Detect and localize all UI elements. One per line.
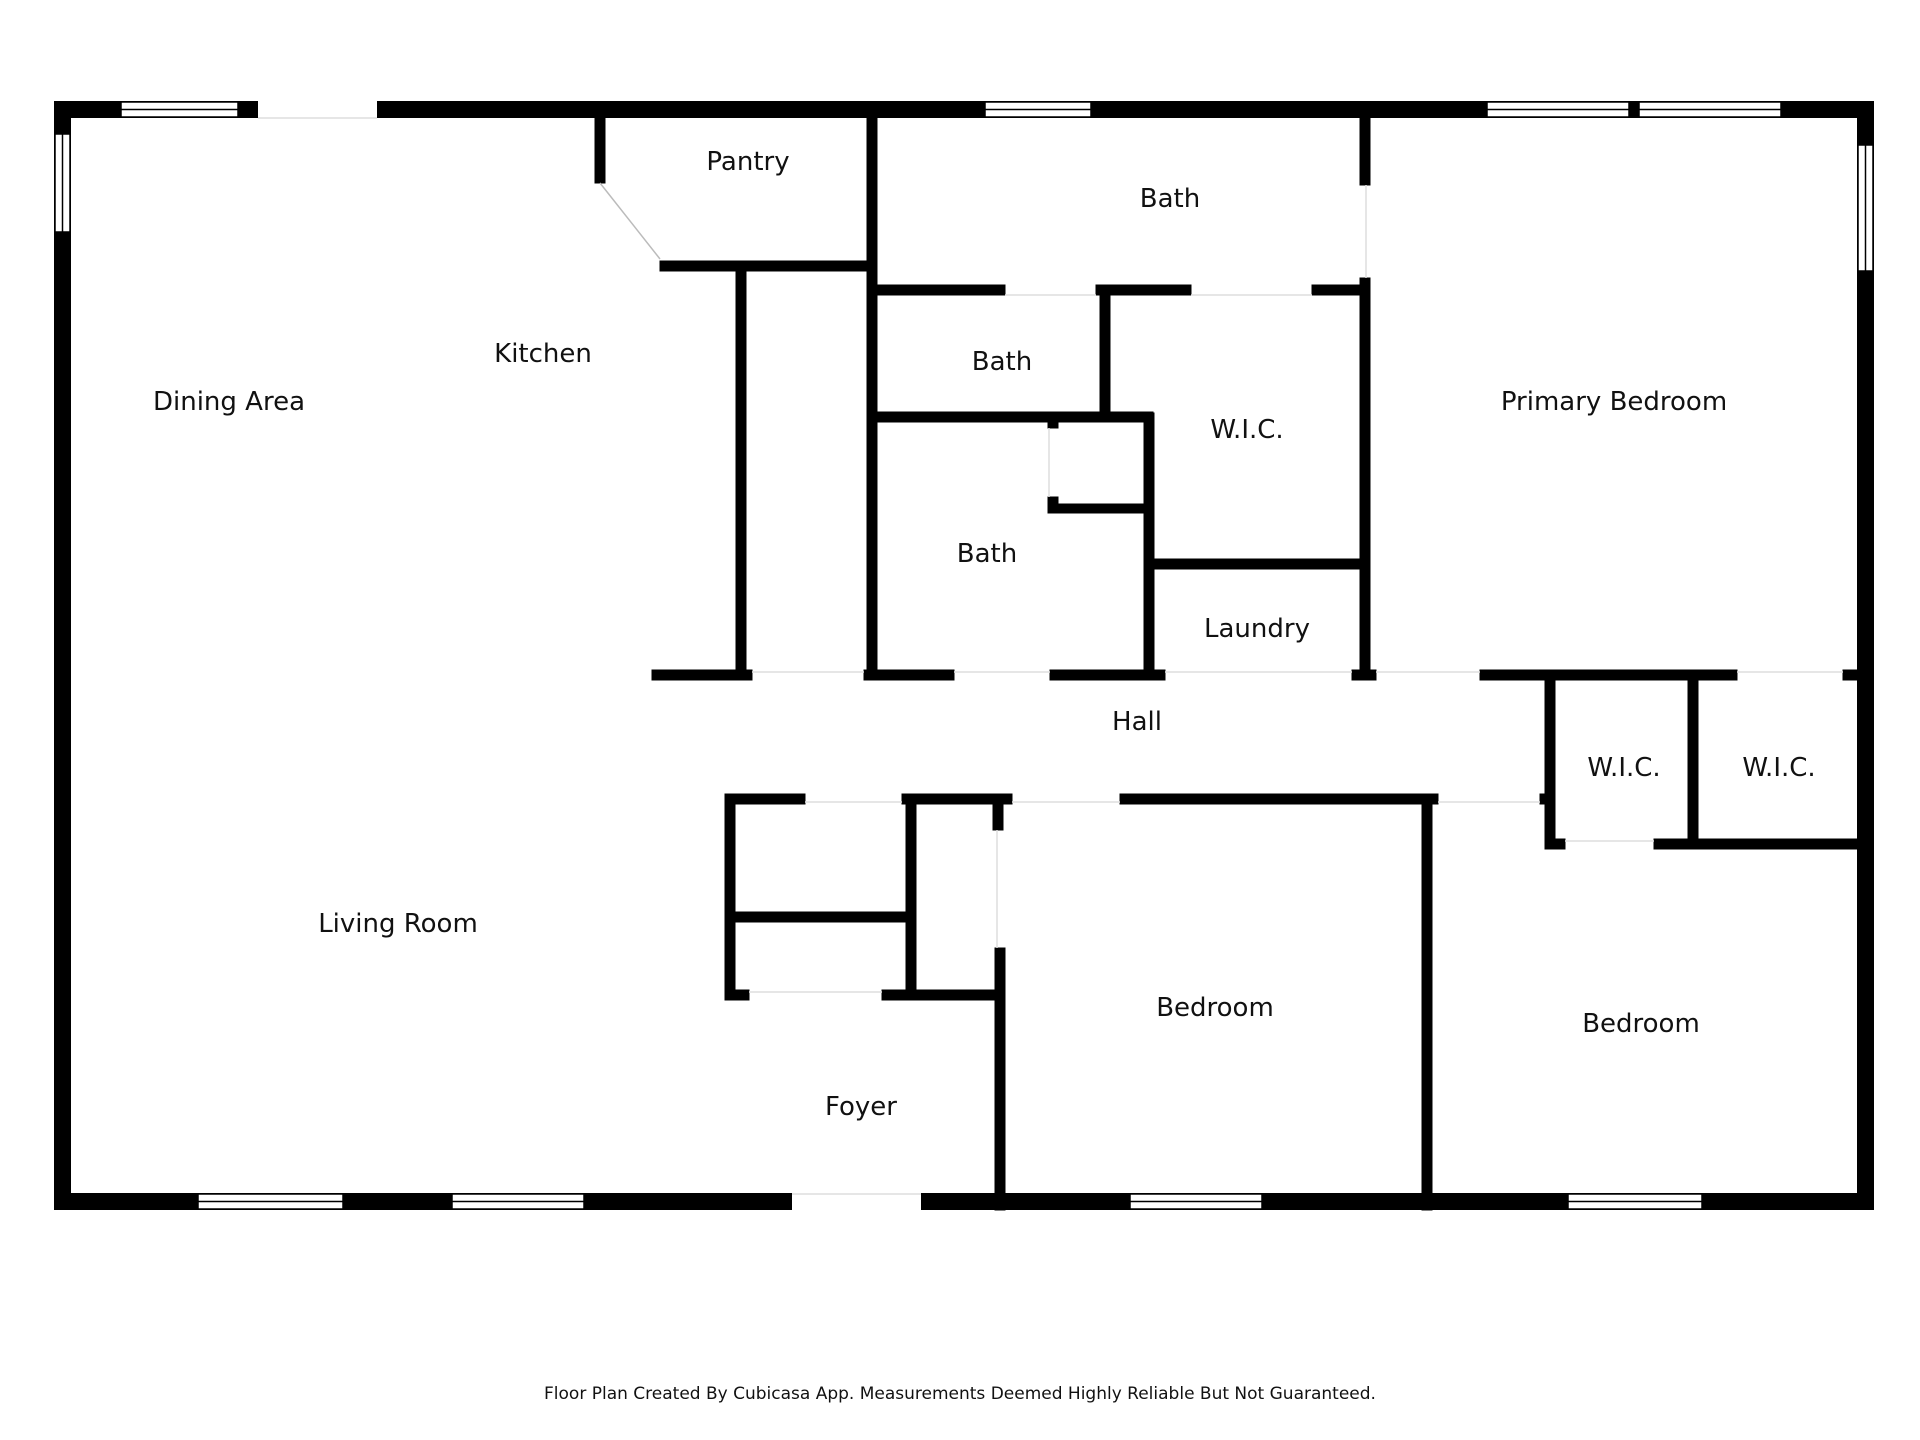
window-top-1: [120, 101, 239, 118]
wall-hall-bottom-1: [724, 793, 806, 805]
wall-bedroom-divider: [1421, 793, 1433, 1211]
wall-hall-top-5: [1479, 669, 1738, 681]
wall-primary-bedroom-left: [1359, 277, 1371, 680]
interior-walls: [594, 116, 1864, 1211]
footer-disclaimer: Floor Plan Created By Cubicasa App. Meas…: [544, 1384, 1376, 1404]
window-bottom-3: [1129, 1193, 1263, 1210]
wall-bath-middle-right: [1099, 289, 1111, 417]
label-wic-right: W.I.C.: [1742, 753, 1815, 783]
exterior-walls: [54, 101, 1874, 1210]
wall-hall-top-6: [1842, 669, 1864, 681]
wall-wic-left-left: [1544, 672, 1556, 850]
wall-notch-bottom: [1047, 503, 1149, 514]
wall-wic-bottom-left: [1544, 838, 1566, 850]
room-labels: Dining Area Kitchen Pantry Bath Bath Bat…: [153, 147, 1816, 1122]
label-living-room: Living Room: [318, 909, 478, 939]
exterior-wall-right: [1857, 101, 1874, 1210]
window-left-1: [54, 133, 71, 233]
wall-pantry-right: [866, 116, 878, 678]
label-primary-bedroom: Primary Bedroom: [1501, 387, 1727, 417]
pantry-door-diagonal: [599, 182, 661, 260]
wall-hall-top-4: [1351, 669, 1377, 681]
wall-bath-top-bottom-1: [874, 284, 1006, 296]
label-dining-area: Dining Area: [153, 387, 305, 417]
wall-bath-top-bottom-2: [1095, 284, 1192, 296]
wall-notch-top: [1047, 413, 1059, 429]
wall-wic-top-left: [1143, 412, 1155, 680]
window-bottom-4: [1567, 1193, 1703, 1210]
wall-wic-bottom-right: [1653, 838, 1863, 850]
label-hall: Hall: [1112, 707, 1162, 737]
wall-closet-mid-v: [905, 793, 917, 1001]
wall-bedroom-center-left: [994, 947, 1006, 1211]
label-foyer: Foyer: [825, 1092, 897, 1122]
door-openings: [258, 117, 1843, 1195]
wall-hall-top-1: [651, 669, 753, 681]
wall-hall-top-2: [863, 669, 955, 681]
wall-pantry-left: [594, 116, 606, 184]
label-kitchen: Kitchen: [494, 339, 592, 369]
label-bath-lower: Bath: [957, 539, 1017, 569]
label-wic-top: W.I.C.: [1210, 415, 1283, 445]
window-top-3: [1486, 101, 1630, 118]
label-bath-top: Bath: [1140, 184, 1200, 214]
exterior-wall-bottom-left: [54, 1193, 792, 1210]
window-right-1: [1857, 144, 1874, 272]
label-wic-left: W.I.C.: [1587, 753, 1660, 783]
wall-hall-bottom-3: [1119, 793, 1439, 805]
wall-bath-middle-bottom: [869, 411, 1154, 423]
label-laundry: Laundry: [1204, 614, 1310, 644]
wall-kitchen-closet-left: [735, 267, 747, 678]
wall-closet-bottom-left: [724, 989, 750, 1001]
window-top-2: [984, 101, 1092, 118]
wall-laundry-top: [1149, 558, 1371, 570]
label-bedroom-right: Bedroom: [1582, 1009, 1700, 1039]
wall-closet-left: [724, 793, 736, 1001]
label-pantry: Pantry: [706, 147, 789, 177]
wall-closet-mid-h: [729, 911, 911, 923]
windows: [54, 101, 1874, 1210]
window-bottom-2: [451, 1193, 585, 1210]
wall-pantry-bottom: [659, 260, 876, 272]
exterior-wall-bottom-right: [921, 1193, 1874, 1210]
wall-closet-bottom-right: [881, 989, 1001, 1001]
wall-closet-small-top: [992, 793, 1004, 831]
window-bottom-1: [197, 1193, 344, 1210]
exterior-wall-left: [54, 101, 71, 1210]
label-bath-middle: Bath: [972, 347, 1032, 377]
window-top-4: [1638, 101, 1782, 118]
wall-hall-bottom-2: [901, 793, 1013, 805]
wall-bath-top-right-upper: [1359, 116, 1371, 186]
label-bedroom-center: Bedroom: [1156, 993, 1274, 1023]
wall-hall-top-3: [1049, 669, 1166, 681]
wall-wic-divider: [1687, 672, 1699, 850]
